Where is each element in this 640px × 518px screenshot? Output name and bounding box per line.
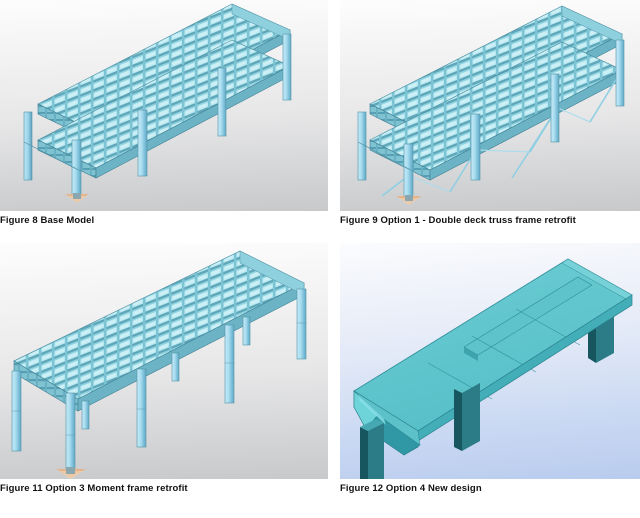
truss-brace <box>409 107 591 193</box>
figure-8: Figure 8 Base Model <box>0 0 328 227</box>
column <box>296 288 307 360</box>
column <box>242 316 251 346</box>
pier <box>454 383 480 451</box>
figure-12-caption: Figure 12 Option 4 New design <box>340 483 482 494</box>
model-3d-box-girder <box>340 243 640 479</box>
column <box>615 39 625 107</box>
figure-12-render <box>340 243 640 479</box>
column <box>224 324 235 404</box>
column <box>71 139 82 197</box>
figure-11-caption: Figure 11 Option 3 Moment frame retrofit <box>0 483 188 494</box>
column <box>403 143 414 201</box>
column <box>137 109 148 177</box>
figure-11: Figure 11 Option 3 Moment frame retrofit <box>0 243 328 495</box>
column <box>470 113 481 181</box>
figure-8-caption: Figure 8 Base Model <box>0 215 95 226</box>
structural-model-svg <box>353 258 633 479</box>
column <box>65 392 76 474</box>
figure-12: Figure 12 Option 4 New design <box>340 243 640 495</box>
support-base-icon <box>396 195 422 205</box>
model-3d-double-deck-truss <box>340 0 640 211</box>
structural-model-svg <box>23 3 292 203</box>
support-base-icon <box>65 193 89 203</box>
column <box>217 67 227 137</box>
support-base-icon <box>56 467 86 479</box>
column <box>136 368 147 448</box>
column <box>81 400 90 430</box>
column <box>282 33 292 101</box>
model-3d-moment-frame <box>0 243 328 479</box>
column <box>357 111 367 181</box>
column <box>550 73 560 143</box>
figure-9-render <box>340 0 640 211</box>
column <box>171 352 180 382</box>
figure-8-render <box>0 0 328 211</box>
figure-11-render <box>0 243 328 479</box>
figure-9: Figure 9 Option 1 - Double deck truss fr… <box>340 0 640 227</box>
structural-model-svg <box>11 250 307 479</box>
pier <box>494 369 512 435</box>
pier <box>360 419 384 479</box>
figure-9-caption: Figure 9 Option 1 - Double deck truss fr… <box>340 215 576 226</box>
column <box>23 111 33 181</box>
structural-model-svg <box>357 5 625 205</box>
model-3d-double-deck-base <box>0 0 328 211</box>
